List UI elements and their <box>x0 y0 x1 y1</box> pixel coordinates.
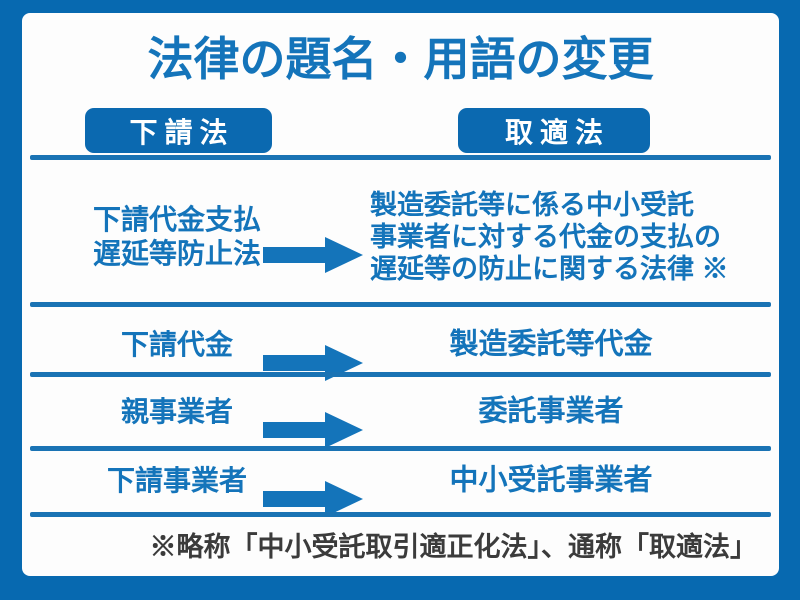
term-row: 下請事業者 中小受託事業者 <box>22 448 779 517</box>
right-arrow-icon <box>263 394 363 448</box>
old-term: 下請代金 <box>120 329 233 360</box>
new-law-badge: 取適法 <box>458 108 650 153</box>
old-law-badge-label: 下請法 <box>129 116 235 148</box>
term-row: 下請代金 製造委託等代金 <box>22 312 779 381</box>
old-term: 下請事業者 <box>106 465 247 496</box>
new-term: 中小受託事業者 <box>449 464 653 497</box>
right-arrow-icon <box>263 219 363 273</box>
right-arrow-icon <box>263 463 363 517</box>
new-term: 委託事業者 <box>478 395 624 428</box>
old-term: 下請代金支払 遅延等防止法 <box>92 204 261 269</box>
old-law-badge: 下請法 <box>85 108 272 153</box>
old-term: 親事業者 <box>120 396 233 427</box>
separator <box>30 446 771 451</box>
separator <box>30 372 771 377</box>
content-panel: 法律の題名・用語の変更 下請法 取適法 下請代金支払 遅延等防止法 製造委託等に… <box>22 13 779 576</box>
page-title: 法律の題名・用語の変更 <box>147 33 654 85</box>
footnote: ※略称「中小受託取引適正化法」、通称「取適法」 <box>149 532 758 562</box>
new-law-badge-label: 取適法 <box>504 116 610 148</box>
separator <box>30 155 771 160</box>
new-term: 製造委託等に係る中小受託 事業者に対する代金の支払の 遅延等の防止に関する法律 … <box>370 190 729 284</box>
term-row: 親事業者 委託事業者 <box>22 379 779 448</box>
right-arrow-icon <box>263 327 363 381</box>
separator <box>30 512 771 517</box>
new-term: 製造委託等代金 <box>449 328 653 361</box>
term-row: 下請代金支払 遅延等防止法 製造委託等に係る中小受託 事業者に対する代金の支払の… <box>22 160 779 314</box>
separator <box>30 302 771 307</box>
